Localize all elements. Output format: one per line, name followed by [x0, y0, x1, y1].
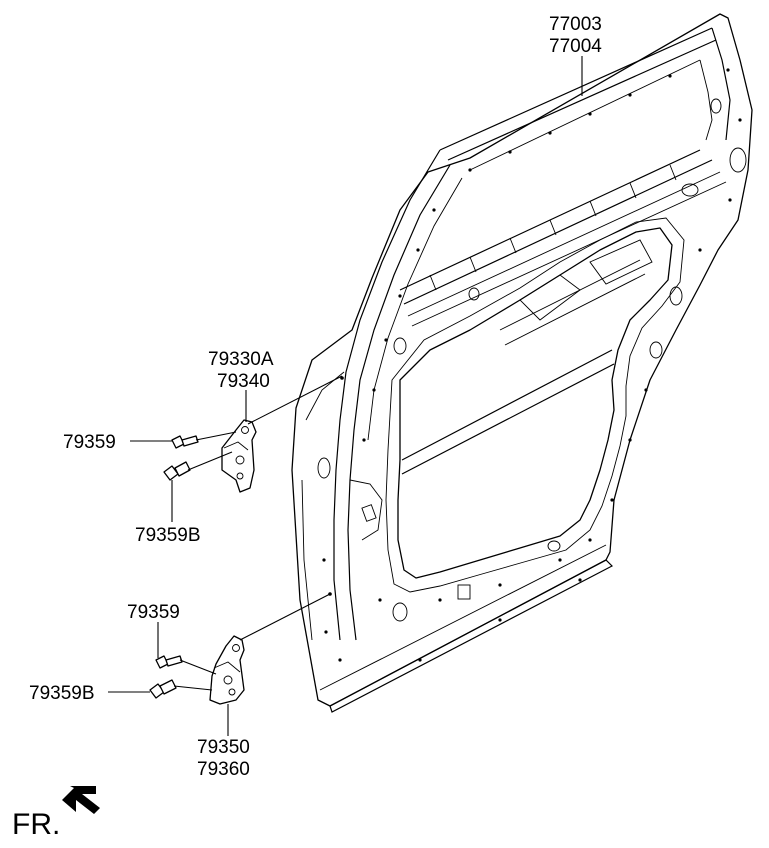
label-79340: 79340	[217, 371, 270, 392]
label-79359b-upper: 79359B	[135, 525, 201, 546]
label-79350: 79350	[197, 737, 250, 758]
label-79359-lower: 79359	[127, 602, 180, 623]
label-79360: 79360	[197, 759, 250, 780]
arrow-down-left-icon	[62, 786, 100, 814]
upper-bolt-b	[163, 461, 191, 481]
label-79359-upper: 79359	[63, 432, 116, 453]
label-77003: 77003	[549, 14, 602, 35]
direction-label: FR.	[12, 808, 60, 841]
upper-bolt	[171, 435, 199, 449]
label-79330a: 79330A	[208, 349, 274, 370]
label-77004: 77004	[549, 36, 602, 57]
door-panel	[291, 13, 753, 713]
lower-bolt-b	[149, 679, 177, 699]
upper-hinge	[221, 419, 257, 493]
label-79359b-lower: 79359B	[29, 683, 95, 704]
lower-bolt	[155, 655, 183, 669]
lower-hinge	[209, 635, 245, 705]
